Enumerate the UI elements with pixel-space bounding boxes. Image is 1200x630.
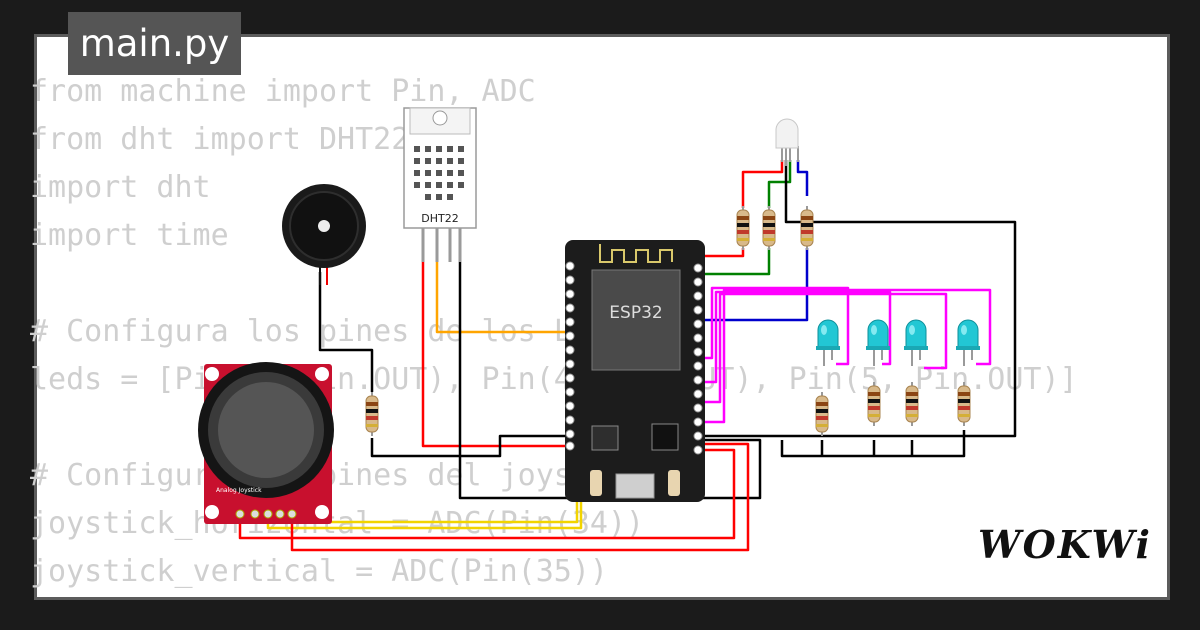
code-line: from machine import Pin, ADC	[30, 74, 536, 109]
dht-data-wire[interactable]	[435, 258, 570, 334]
buzzer[interactable]	[282, 184, 366, 285]
code-line: from dht import DHT22	[30, 122, 410, 157]
joystick-vcc-wire[interactable]	[238, 448, 736, 540]
rgb-green-to-esp[interactable]	[696, 248, 771, 276]
code-line: import time	[30, 218, 229, 253]
led3-magenta-wire[interactable]	[698, 292, 948, 404]
buzzer-wire[interactable]	[318, 272, 374, 392]
led-2[interactable]	[865, 319, 891, 367]
led-resistor-2[interactable]	[867, 381, 881, 427]
rgb-green-wire[interactable]	[767, 160, 792, 208]
code-background: from machine import Pin, ADC from dht imp…	[30, 68, 1078, 596]
analog-joystick[interactable]: Analog Joystick	[198, 362, 334, 524]
led-3[interactable]	[903, 319, 929, 367]
rgb-common-wire[interactable]	[705, 160, 1017, 438]
rgb-resistor-green[interactable]	[762, 205, 776, 251]
joystick-gnd-wire[interactable]	[290, 442, 750, 552]
rgb-res-red-to-esp[interactable]	[698, 248, 745, 258]
rgb-led[interactable]	[775, 118, 799, 166]
dht-gnd-wire[interactable]	[458, 258, 762, 500]
led-resistor-3[interactable]	[905, 381, 919, 427]
rgb-red-wire[interactable]	[741, 160, 784, 208]
dht-vcc-wire[interactable]	[421, 258, 570, 448]
led4-magenta-wire[interactable]	[698, 288, 992, 424]
rgb-blue-to-esp[interactable]	[698, 248, 809, 322]
buzzer-resistor-wire[interactable]	[370, 434, 570, 458]
led-gnd-wire[interactable]	[780, 430, 966, 458]
led-resistor-4[interactable]	[957, 381, 971, 427]
wokwi-logo-text: WOKWi	[978, 522, 1152, 567]
led-resistor-1[interactable]	[815, 391, 829, 437]
esp32-label: ESP32	[609, 303, 662, 323]
code-line: import dht	[30, 170, 211, 205]
dht22-label: DHT22	[421, 212, 458, 225]
joystick-label: Analog Joystick	[216, 487, 262, 494]
code-line: joystick_vertical = ADC(Pin(35))	[30, 554, 608, 589]
led-1[interactable]	[815, 319, 841, 367]
file-tab[interactable]: main.py	[68, 12, 241, 75]
rgb-blue-wire[interactable]	[796, 160, 809, 196]
rgb-resistor-red[interactable]	[736, 205, 750, 251]
led-4[interactable]	[955, 319, 981, 367]
dht22-sensor[interactable]: DHT22	[403, 107, 477, 262]
wokwi-logo: WOKWi	[978, 522, 1150, 580]
file-tab-label: main.py	[79, 22, 230, 65]
esp32-board[interactable]: ESP32	[565, 240, 705, 502]
buzzer-resistor[interactable]	[365, 391, 379, 437]
led1-magenta-wire[interactable]	[698, 286, 850, 366]
led2-magenta-wire[interactable]	[698, 290, 892, 384]
rgb-resistor-blue[interactable]	[800, 205, 814, 251]
